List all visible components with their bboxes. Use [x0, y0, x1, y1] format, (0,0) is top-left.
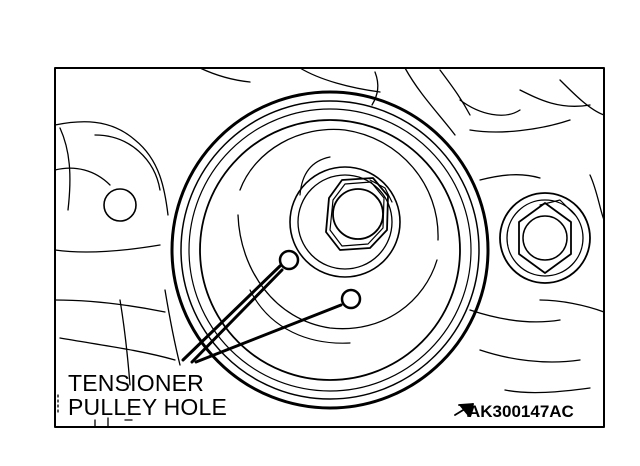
figure-code: AK300147AC — [468, 402, 574, 421]
figure-code-arrow — [454, 403, 474, 417]
tensioner-pulley — [170, 90, 490, 410]
tensioner-center-bolt — [325, 177, 393, 251]
engine-housing-outline — [54, 67, 605, 428]
pulley-hole-lower — [340, 288, 362, 310]
figure-frame — [54, 67, 605, 428]
callout-leader-lines — [181, 264, 343, 364]
callout-label-line-2: PULLEY HOLE — [68, 394, 228, 420]
callout-label-line-1: TENSIONER — [68, 370, 204, 396]
housing-bolt-hole — [103, 188, 137, 222]
idler-pulley-bolt — [499, 192, 591, 284]
pulley-hole-upper — [278, 249, 300, 271]
